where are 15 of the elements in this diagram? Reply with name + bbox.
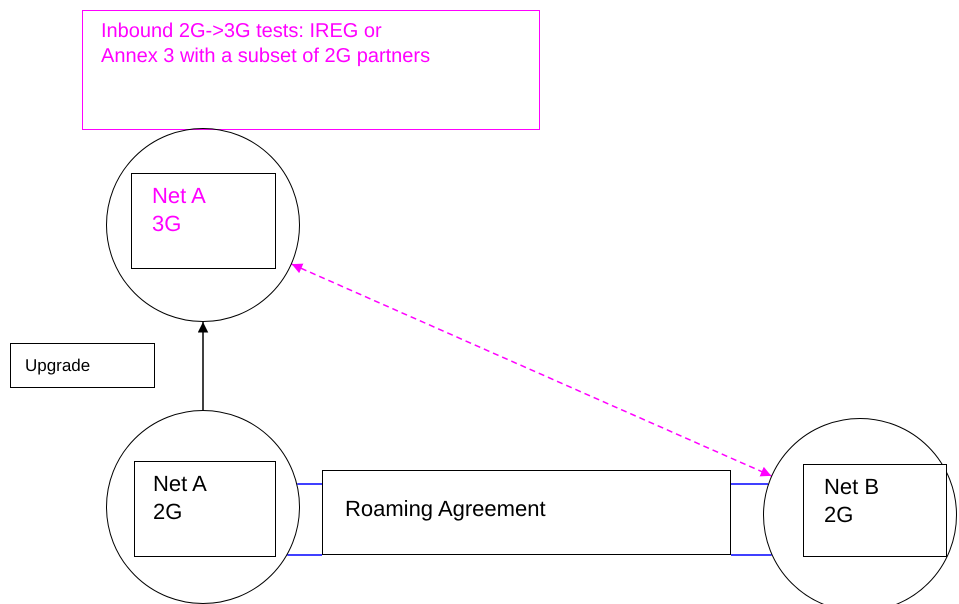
network-circle [106,128,300,322]
network-box: Net B 2G [803,464,947,557]
agreement-box: Roaming Agreement [322,470,731,555]
upgrade-box: Upgrade [10,343,155,388]
connector-line [287,554,322,556]
connector-line [731,554,772,556]
network-box: Net A 2G [134,461,276,557]
connector-line [297,483,322,485]
network-circle [106,410,300,604]
connector-line [731,483,768,485]
arrow [198,322,208,410]
network-box: Net A 3G [131,173,276,269]
note-box: Inbound 2G->3G tests: IREG or Annex 3 with a subset of 2G partners [82,10,540,130]
network-circle [763,418,957,604]
arrow [291,263,772,477]
